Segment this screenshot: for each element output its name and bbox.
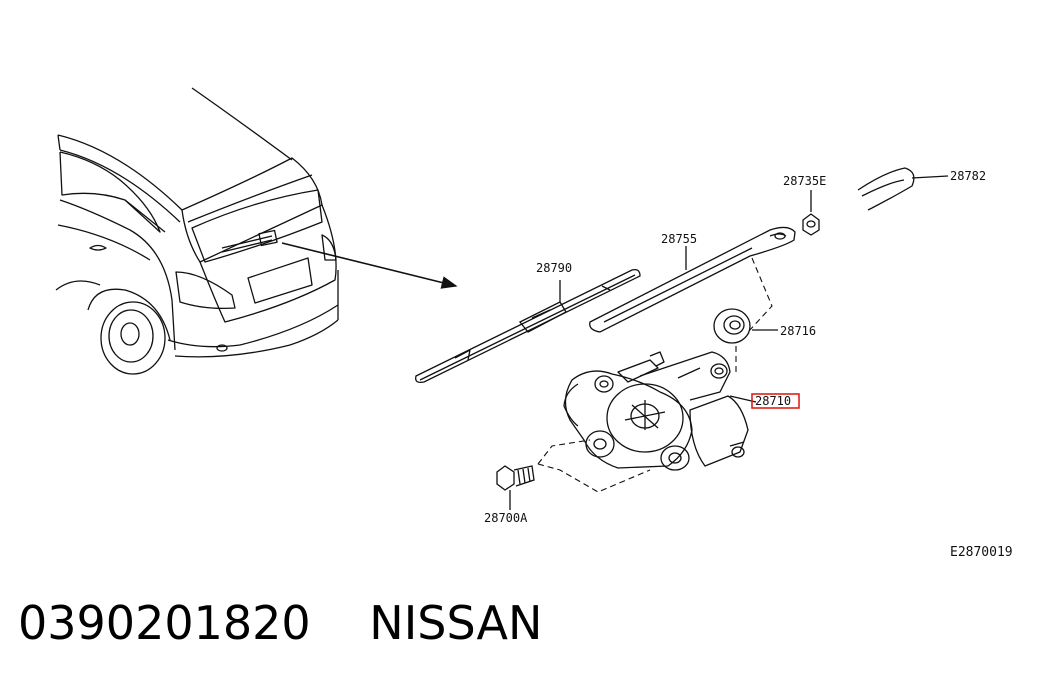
assembly-guide-lines — [537, 257, 773, 493]
part-number: 0390201820 — [18, 596, 311, 650]
wiper-blade-part — [415, 268, 641, 384]
callout-28710[interactable]: 28710 — [755, 394, 791, 408]
wiper-arm-part — [589, 226, 796, 333]
callout-28735E[interactable]: 28735E — [783, 174, 826, 188]
wiper-motor-part — [563, 351, 757, 471]
callout-28782[interactable]: 28782 — [950, 169, 986, 183]
callout-28700A[interactable]: 28700A — [484, 511, 528, 525]
callout-28716[interactable]: 28716 — [780, 324, 816, 338]
nut-part — [802, 190, 820, 236]
brand-name: NISSAN — [369, 596, 543, 650]
part-caption: 0390201820 NISSAN — [18, 596, 542, 650]
wiper-cap-part — [857, 167, 949, 211]
callout-28790[interactable]: 28790 — [536, 261, 572, 275]
vehicle-illustration — [55, 87, 339, 375]
callout-labels: 28782 28735E 28755 28790 28716 28710 287… — [484, 169, 1013, 560]
callout-28710-highlight-box — [751, 393, 800, 409]
callout-28755[interactable]: 28755 — [661, 232, 697, 246]
figure-code: E2870019 — [950, 545, 1013, 560]
pointer-arrow — [281, 242, 458, 289]
grommet-part — [713, 308, 778, 344]
bolt-part — [496, 465, 535, 510]
